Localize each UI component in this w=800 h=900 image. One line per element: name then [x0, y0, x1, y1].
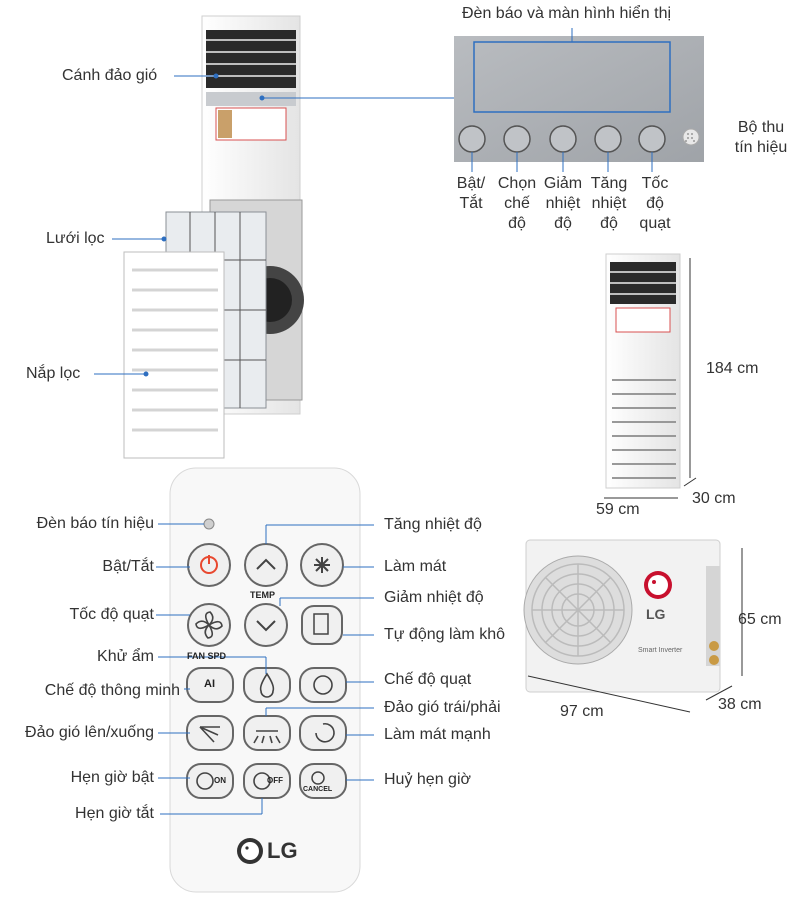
remote-vertical-swing-btn — [186, 715, 234, 751]
display-title: Đèn báo và màn hình hiển thị — [462, 5, 672, 22]
indoor-unit-exploded — [123, 15, 304, 459]
leader-lines — [94, 28, 653, 815]
label-remote-temp-down: Giảm nhiệt độ — [384, 589, 484, 606]
remote-timer-on-btn — [186, 763, 234, 799]
remote-smart-mode-btn — [186, 667, 234, 703]
label-panel-fan: Tốc độ quạt — [639, 175, 671, 232]
remote-timer-off-btn — [243, 763, 291, 799]
remote-jet-cool-btn — [299, 715, 347, 751]
label-remote-power: Bật/Tắt — [102, 558, 154, 575]
remote-cancel-text: CANCEL — [303, 786, 333, 793]
remote-ai-text: AI — [204, 678, 215, 690]
label-panel-power: Bật/ Tắt — [456, 175, 486, 212]
indoor-unit-dimensions — [604, 253, 697, 499]
label-panel-mode: Chọn chế độ — [497, 175, 537, 232]
dim-outdoor-height: 65 cm — [738, 611, 782, 628]
label-remote-timer-off: Hẹn giờ tắt — [75, 805, 154, 822]
remote-fan-mode-btn — [299, 667, 347, 703]
dim-outdoor-width: 97 cm — [560, 703, 604, 720]
label-panel-temp-up: Tăng nhiệt độ — [590, 175, 628, 232]
remote-power-btn — [187, 543, 231, 587]
label-remote-dehumidify: Khử ẩm — [97, 648, 154, 665]
remote-horizontal-swing-btn — [243, 715, 291, 751]
dim-indoor-height: 184 cm — [706, 360, 759, 377]
remote-on-text: ON — [214, 776, 226, 785]
label-remote-fan-mode: Chế độ quạt — [384, 671, 472, 688]
dim-indoor-depth: 30 cm — [692, 490, 736, 507]
label-remote-temp-up: Tăng nhiệt độ — [384, 516, 482, 533]
remote-off-text: OFF — [267, 776, 283, 785]
label-remote-smart: Chế độ thông minh — [44, 682, 180, 699]
label-remote-vertical-swing: Đảo gió lên/xuống — [25, 724, 154, 741]
label-remote-horizontal-swing: Đảo gió trái/phải — [384, 699, 501, 716]
remote-dehumidify-btn — [243, 667, 291, 703]
remote-temp-down-btn — [244, 603, 288, 647]
remote-control — [169, 467, 361, 893]
outdoor-unit — [523, 539, 743, 713]
outdoor-badge: Smart Inverter — [638, 647, 683, 654]
panel-mode-btn — [503, 125, 531, 153]
label-louver: Cánh đảo gió — [62, 67, 158, 84]
control-panel — [454, 36, 704, 162]
receiver-icon — [682, 128, 700, 146]
label-remote-fan-speed: Tốc độ quạt — [69, 606, 155, 623]
remote-fan-text: FAN SPD — [187, 651, 227, 661]
label-receiver: Bộ thu tín hiệu — [734, 119, 788, 156]
label-filter-net: Lưới lọc — [46, 230, 105, 247]
remote-brand: LG — [267, 838, 298, 863]
label-remote-auto-dry: Tự động làm khô — [384, 626, 505, 643]
label-filter-cover: Nắp lọc — [26, 365, 81, 382]
label-remote-cancel-timer: Huỷ hẹn giờ — [384, 771, 471, 788]
panel-fan-btn — [638, 125, 666, 153]
panel-up-btn — [594, 125, 622, 153]
outdoor-logo-text: LG — [646, 606, 666, 622]
label-panel-temp-down: Giảm nhiệt độ — [543, 175, 583, 232]
remote-temp-up-btn — [244, 543, 288, 587]
label-remote-signal: Đèn báo tín hiệu — [36, 515, 154, 532]
panel-down-btn — [549, 125, 577, 153]
panel-power-btn — [458, 125, 486, 153]
label-remote-jet-cool: Làm mát mạnh — [384, 726, 491, 743]
remote-auto-dry-btn — [301, 605, 343, 645]
label-remote-cool: Làm mát — [384, 558, 447, 575]
remote-temp-text: TEMP — [250, 590, 276, 600]
remote-signal-led — [203, 518, 215, 530]
label-remote-timer-on: Hẹn giờ bật — [70, 769, 154, 786]
dim-indoor-width: 59 cm — [596, 501, 640, 518]
dim-outdoor-depth: 38 cm — [718, 696, 762, 713]
